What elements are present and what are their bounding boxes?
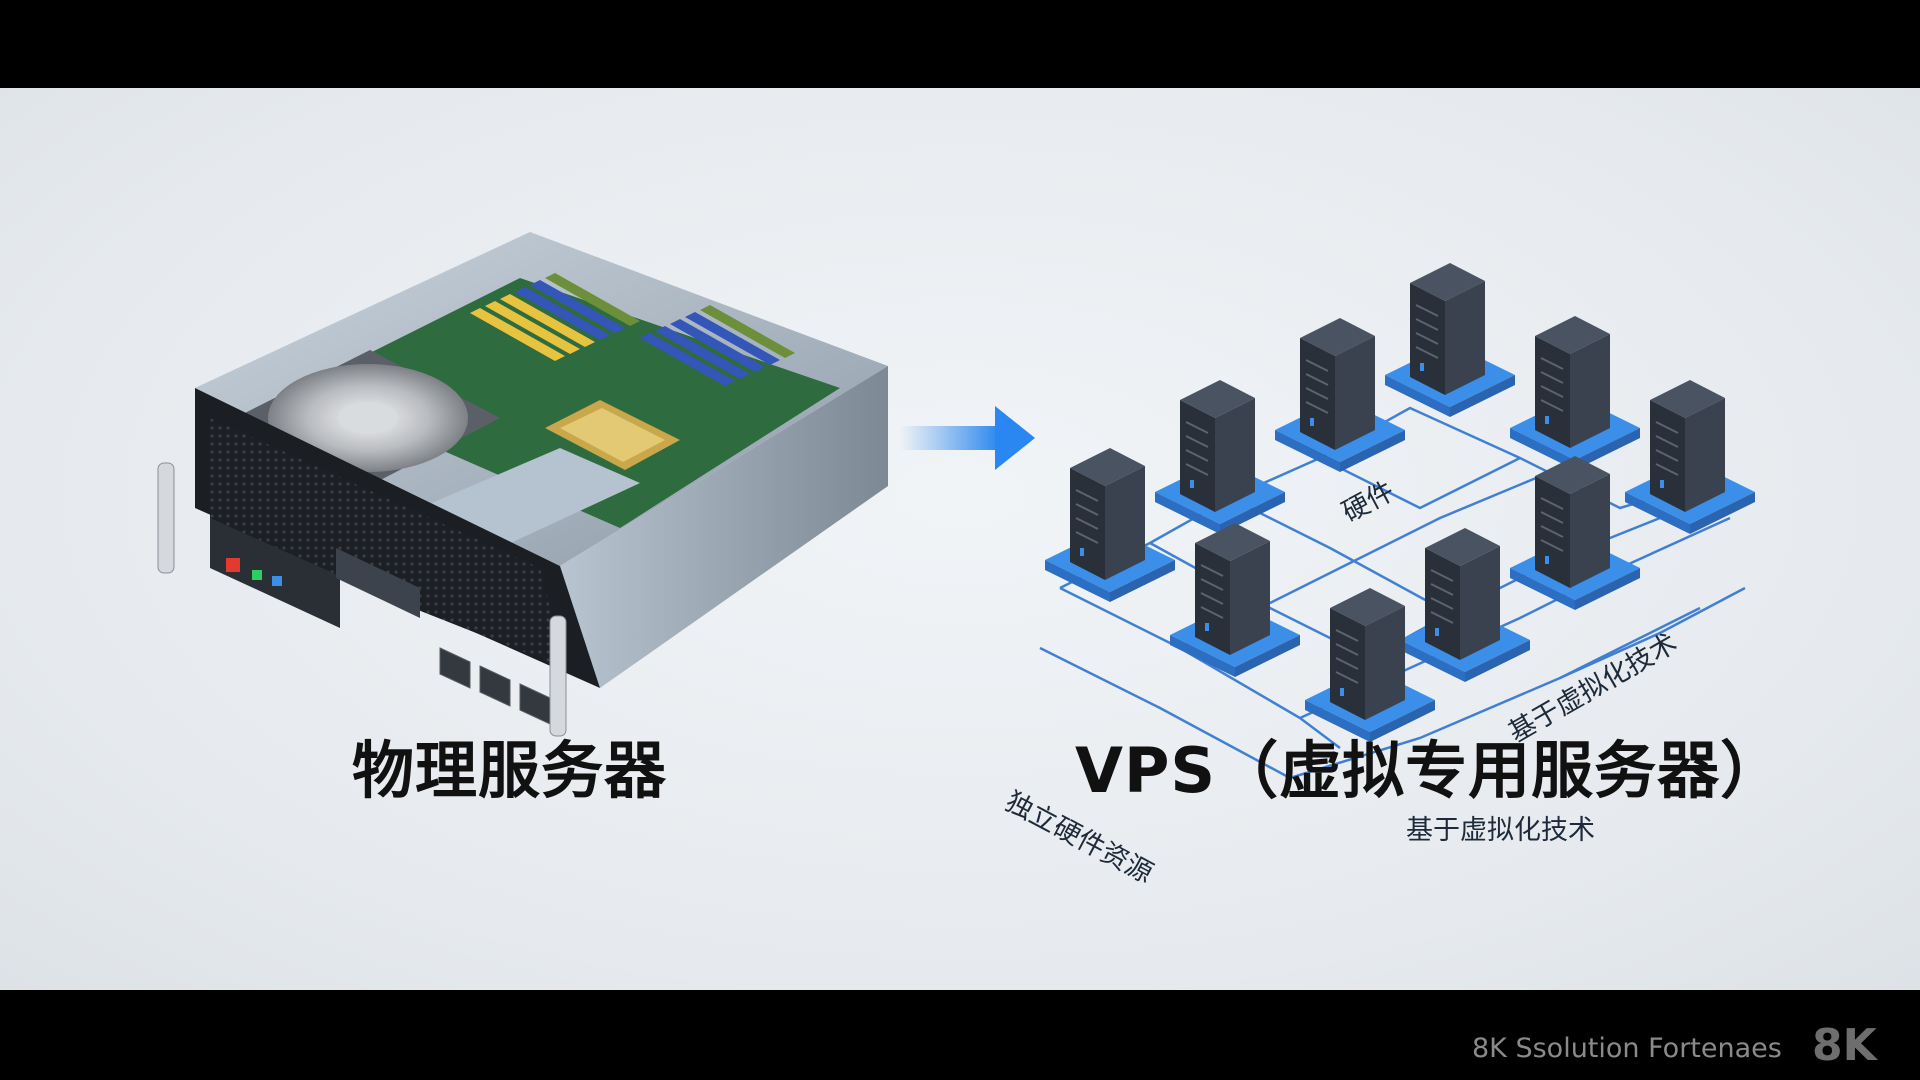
diagram-graphics — [157, 232, 1755, 780]
diagram-stage: 硬件 独立硬件资源 基于虚拟化技术 基于虚拟化技术 — [0, 88, 1920, 990]
arrow-right-icon — [900, 406, 1035, 470]
tower-server — [1275, 318, 1405, 472]
label-virtualization-tech: 基于虚拟化技术 — [1406, 815, 1595, 846]
tower-server — [1400, 528, 1530, 682]
letterbox-bottom — [0, 990, 1920, 1080]
tower-server-icon — [1045, 263, 1755, 742]
vps-title: VPS（虚拟专用服务器） — [1075, 734, 1784, 807]
physical-server-title: 物理服务器 — [352, 734, 668, 807]
tower-server — [1385, 263, 1515, 417]
letterbox-top — [0, 0, 1920, 88]
tower-server — [1510, 456, 1640, 610]
tower-server — [1045, 448, 1175, 602]
tower-server — [1155, 380, 1285, 534]
tower-server — [1510, 316, 1640, 470]
tower-server — [1625, 380, 1755, 534]
rack-server-icon — [157, 232, 888, 737]
watermark-badge: 8K — [1812, 1020, 1877, 1071]
tower-server — [1305, 588, 1435, 742]
tower-server — [1170, 523, 1300, 677]
watermark-text: 8K Ssolution Fortenaes — [1472, 1033, 1782, 1064]
